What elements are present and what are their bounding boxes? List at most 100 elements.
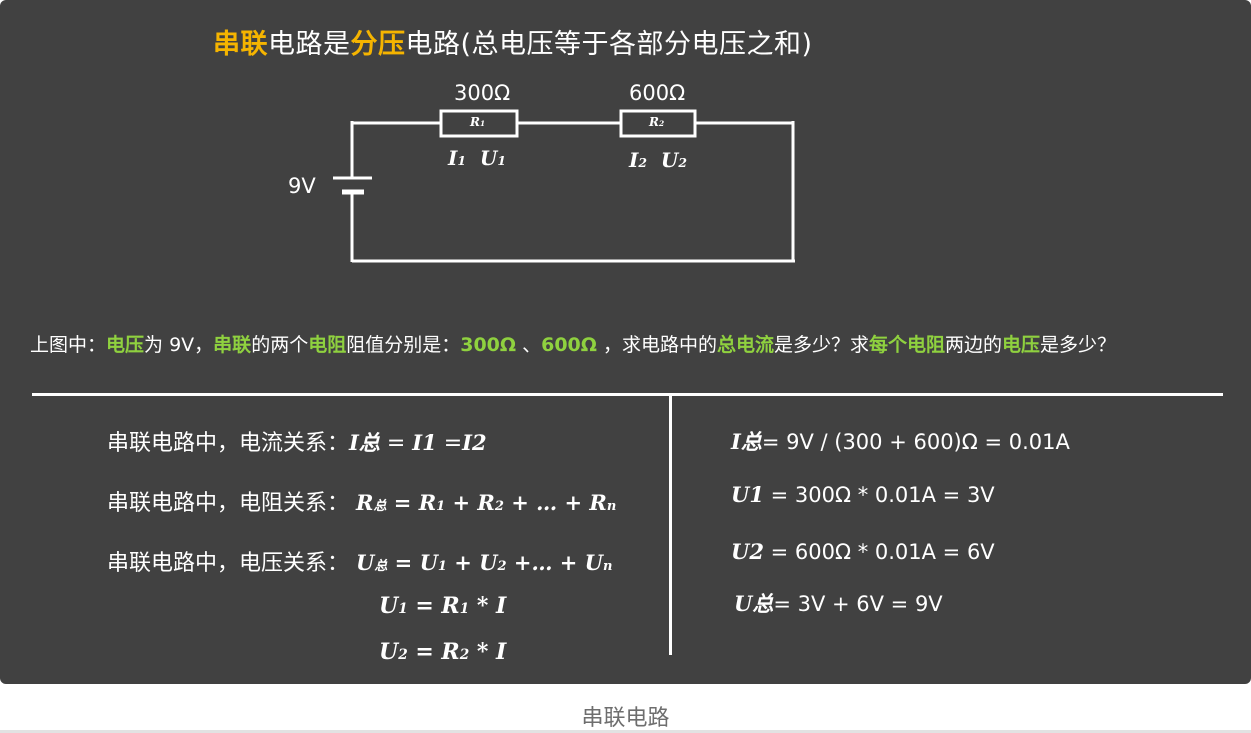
resistance-sub-1: 1 [436, 499, 446, 514]
resistance-sub-2: 2 [494, 499, 504, 514]
voltage-plus-u: + U [446, 550, 498, 575]
question-seg-4: 阻值分别是： [346, 334, 461, 356]
solution-i-total-symbol: I [731, 429, 741, 454]
title-highlight-series: 串联 [213, 29, 268, 60]
u2-formula-i: * I [469, 639, 507, 665]
slide: 串联电路是分压电路(总电压等于各部分电压之和) 9V 300Ω 600Ω R1 [0, 0, 1251, 684]
voltage-sub-n: n [603, 559, 613, 574]
solution-u2-symbol: U [731, 539, 750, 564]
r2-symbol-sub: 2 [658, 119, 665, 128]
r2-symbol: R2 [649, 115, 664, 129]
question-seg-3: 的两个 [251, 334, 309, 356]
r1-symbol: R1 [470, 115, 485, 129]
u1-formula-u: U [379, 593, 399, 619]
resistor-r1 [439, 109, 519, 138]
u1-formula-sub-r: 1 [459, 601, 470, 617]
resistance-sub-total: 总 [373, 499, 387, 514]
r1-symbol-sub: 1 [479, 119, 486, 128]
solution-u2-text: = 600Ω * 0.01A = 6V [763, 540, 995, 564]
solution-i-total-text: = 9V / (300 + 600)Ω = 0.01A [761, 430, 1070, 454]
circuit-diagram [333, 109, 795, 263]
solution-u-total-sub: 总 [752, 591, 774, 616]
u2-formula: U2 = R2 * I [379, 639, 506, 665]
r2-current-sub: 2 [638, 155, 647, 170]
u1-formula-i: * I [469, 593, 507, 619]
solution-i-total-sub: 总 [740, 429, 762, 454]
current-relation-sub-total: 总 [358, 430, 380, 455]
r2-voltage-symbol: U [660, 148, 679, 172]
question-highlight-each-resistor: 每个电阻 [868, 334, 945, 356]
question-highlight-600: 600Ω [541, 334, 597, 356]
image-caption: 串联电路 [581, 706, 670, 731]
question-highlight-resistor: 电阻 [308, 334, 347, 356]
voltage-sub-total: 总 [374, 559, 388, 574]
question-seg-7: 是多少？求 [773, 334, 869, 356]
question-highlight-voltage-2: 电压 [1002, 334, 1041, 356]
r1-voltage-sub: 1 [497, 153, 506, 168]
vertical-divider [669, 396, 672, 655]
u2-formula-sub-u: 2 [398, 647, 408, 663]
resistance-eq-r: = R [386, 490, 437, 515]
u1-formula: U1 = R1 * I [379, 593, 506, 619]
question-seg-9: 是多少？ [1040, 334, 1117, 356]
slide-title: 串联电路是分压电路(总电压等于各部分电压之和) [213, 22, 813, 61]
resistance-r-total: R [356, 490, 374, 515]
r1-current-voltage: I1 U1 [448, 146, 506, 170]
u1-formula-sub-u: 1 [398, 601, 408, 617]
current-relation-label: 串联电路中，电流关系： [107, 431, 350, 456]
resistance-relation-label: 串联电路中，电阻关系： [107, 491, 350, 516]
voltage-sub-1: 1 [437, 559, 447, 574]
question-seg-6: ，求电路中的 [596, 334, 717, 356]
voltage-eq-u: = U [387, 550, 438, 575]
question-seg-5: 、 [516, 334, 542, 356]
r1-voltage-symbol: U [479, 146, 498, 170]
current-relation-i-total: I [349, 430, 359, 455]
r1-current-symbol: I [448, 146, 458, 170]
voltage-plus-un: +… + U [506, 550, 603, 575]
solution-u1-text: = 300Ω * 0.01A = 3V [763, 483, 995, 507]
solution-u-total: U总= 3V + 6V = 9V [734, 588, 943, 618]
current-relation-i2: I [462, 430, 472, 455]
voltage-relation: 串联电路中，电压关系： U总 = U1 + U2 +… + Un [107, 545, 612, 577]
question-highlight-voltage: 电压 [106, 334, 145, 356]
title-text-2: 电路(总电压等于各部分电压之和) [405, 29, 813, 60]
voltage-u-total: U [356, 550, 375, 575]
r2-symbol-letter: R [649, 115, 659, 129]
r2-current-voltage: I2 U2 [629, 148, 687, 172]
question-highlight-300: 300Ω [460, 334, 517, 356]
title-highlight-divide: 分压 [350, 29, 406, 60]
resistance-sub-n: n [606, 499, 617, 514]
solution-u2: U2 = 600Ω * 0.01A = 6V [731, 539, 995, 564]
solution-i-total: I总= 9V / (300 + 600)Ω = 0.01A [731, 426, 1070, 456]
solution-u-total-text: = 3V + 6V = 9V [773, 592, 943, 616]
question-seg-2: 为 9V， [144, 334, 214, 356]
voltage-sub-2: 2 [497, 559, 507, 574]
r1-symbol-letter: R [470, 115, 480, 129]
solution-u1-sub: 1 [749, 482, 764, 507]
current-relation-sub-2: 2 [471, 430, 487, 455]
question-text: 上图中：电压为 9V，串联的两个电阻阻值分别是：300Ω 、600Ω ，求电路中… [30, 330, 1116, 357]
solution-u1: U1 = 300Ω * 0.01A = 3V [731, 482, 995, 507]
caption-underline [0, 730, 1251, 733]
solution-u1-symbol: U [731, 482, 750, 507]
r2-value-label: 600Ω [629, 81, 686, 105]
u1-formula-r: = R [407, 593, 460, 619]
u2-formula-sub-r: 2 [459, 647, 470, 663]
title-text-1: 电路是 [268, 29, 351, 60]
horizontal-divider [32, 393, 1223, 396]
u2-formula-r: = R [407, 639, 460, 665]
current-relation: 串联电路中，电流关系：I总 = I1 =I2 [107, 425, 487, 457]
voltage-relation-formula: U总 = U1 + U2 +… + Un [356, 550, 612, 575]
question-highlight-series: 串联 [213, 334, 252, 356]
resistance-relation: 串联电路中，电阻关系： R总 = R1 + R2 + … + Rn [107, 485, 616, 517]
question-seg-8: 两边的 [945, 334, 1003, 356]
resistor-r2 [619, 109, 697, 138]
question-seg-1: 上图中： [30, 334, 107, 356]
r2-voltage-sub: 2 [678, 155, 687, 170]
r2-current-symbol: I [629, 148, 639, 172]
current-relation-eq-2: = [436, 431, 463, 456]
current-relation-i1: I [412, 430, 423, 455]
u2-formula-u: U [379, 639, 399, 665]
current-relation-sub-1: 1 [422, 430, 437, 455]
battery-voltage-label: 9V [288, 174, 316, 198]
